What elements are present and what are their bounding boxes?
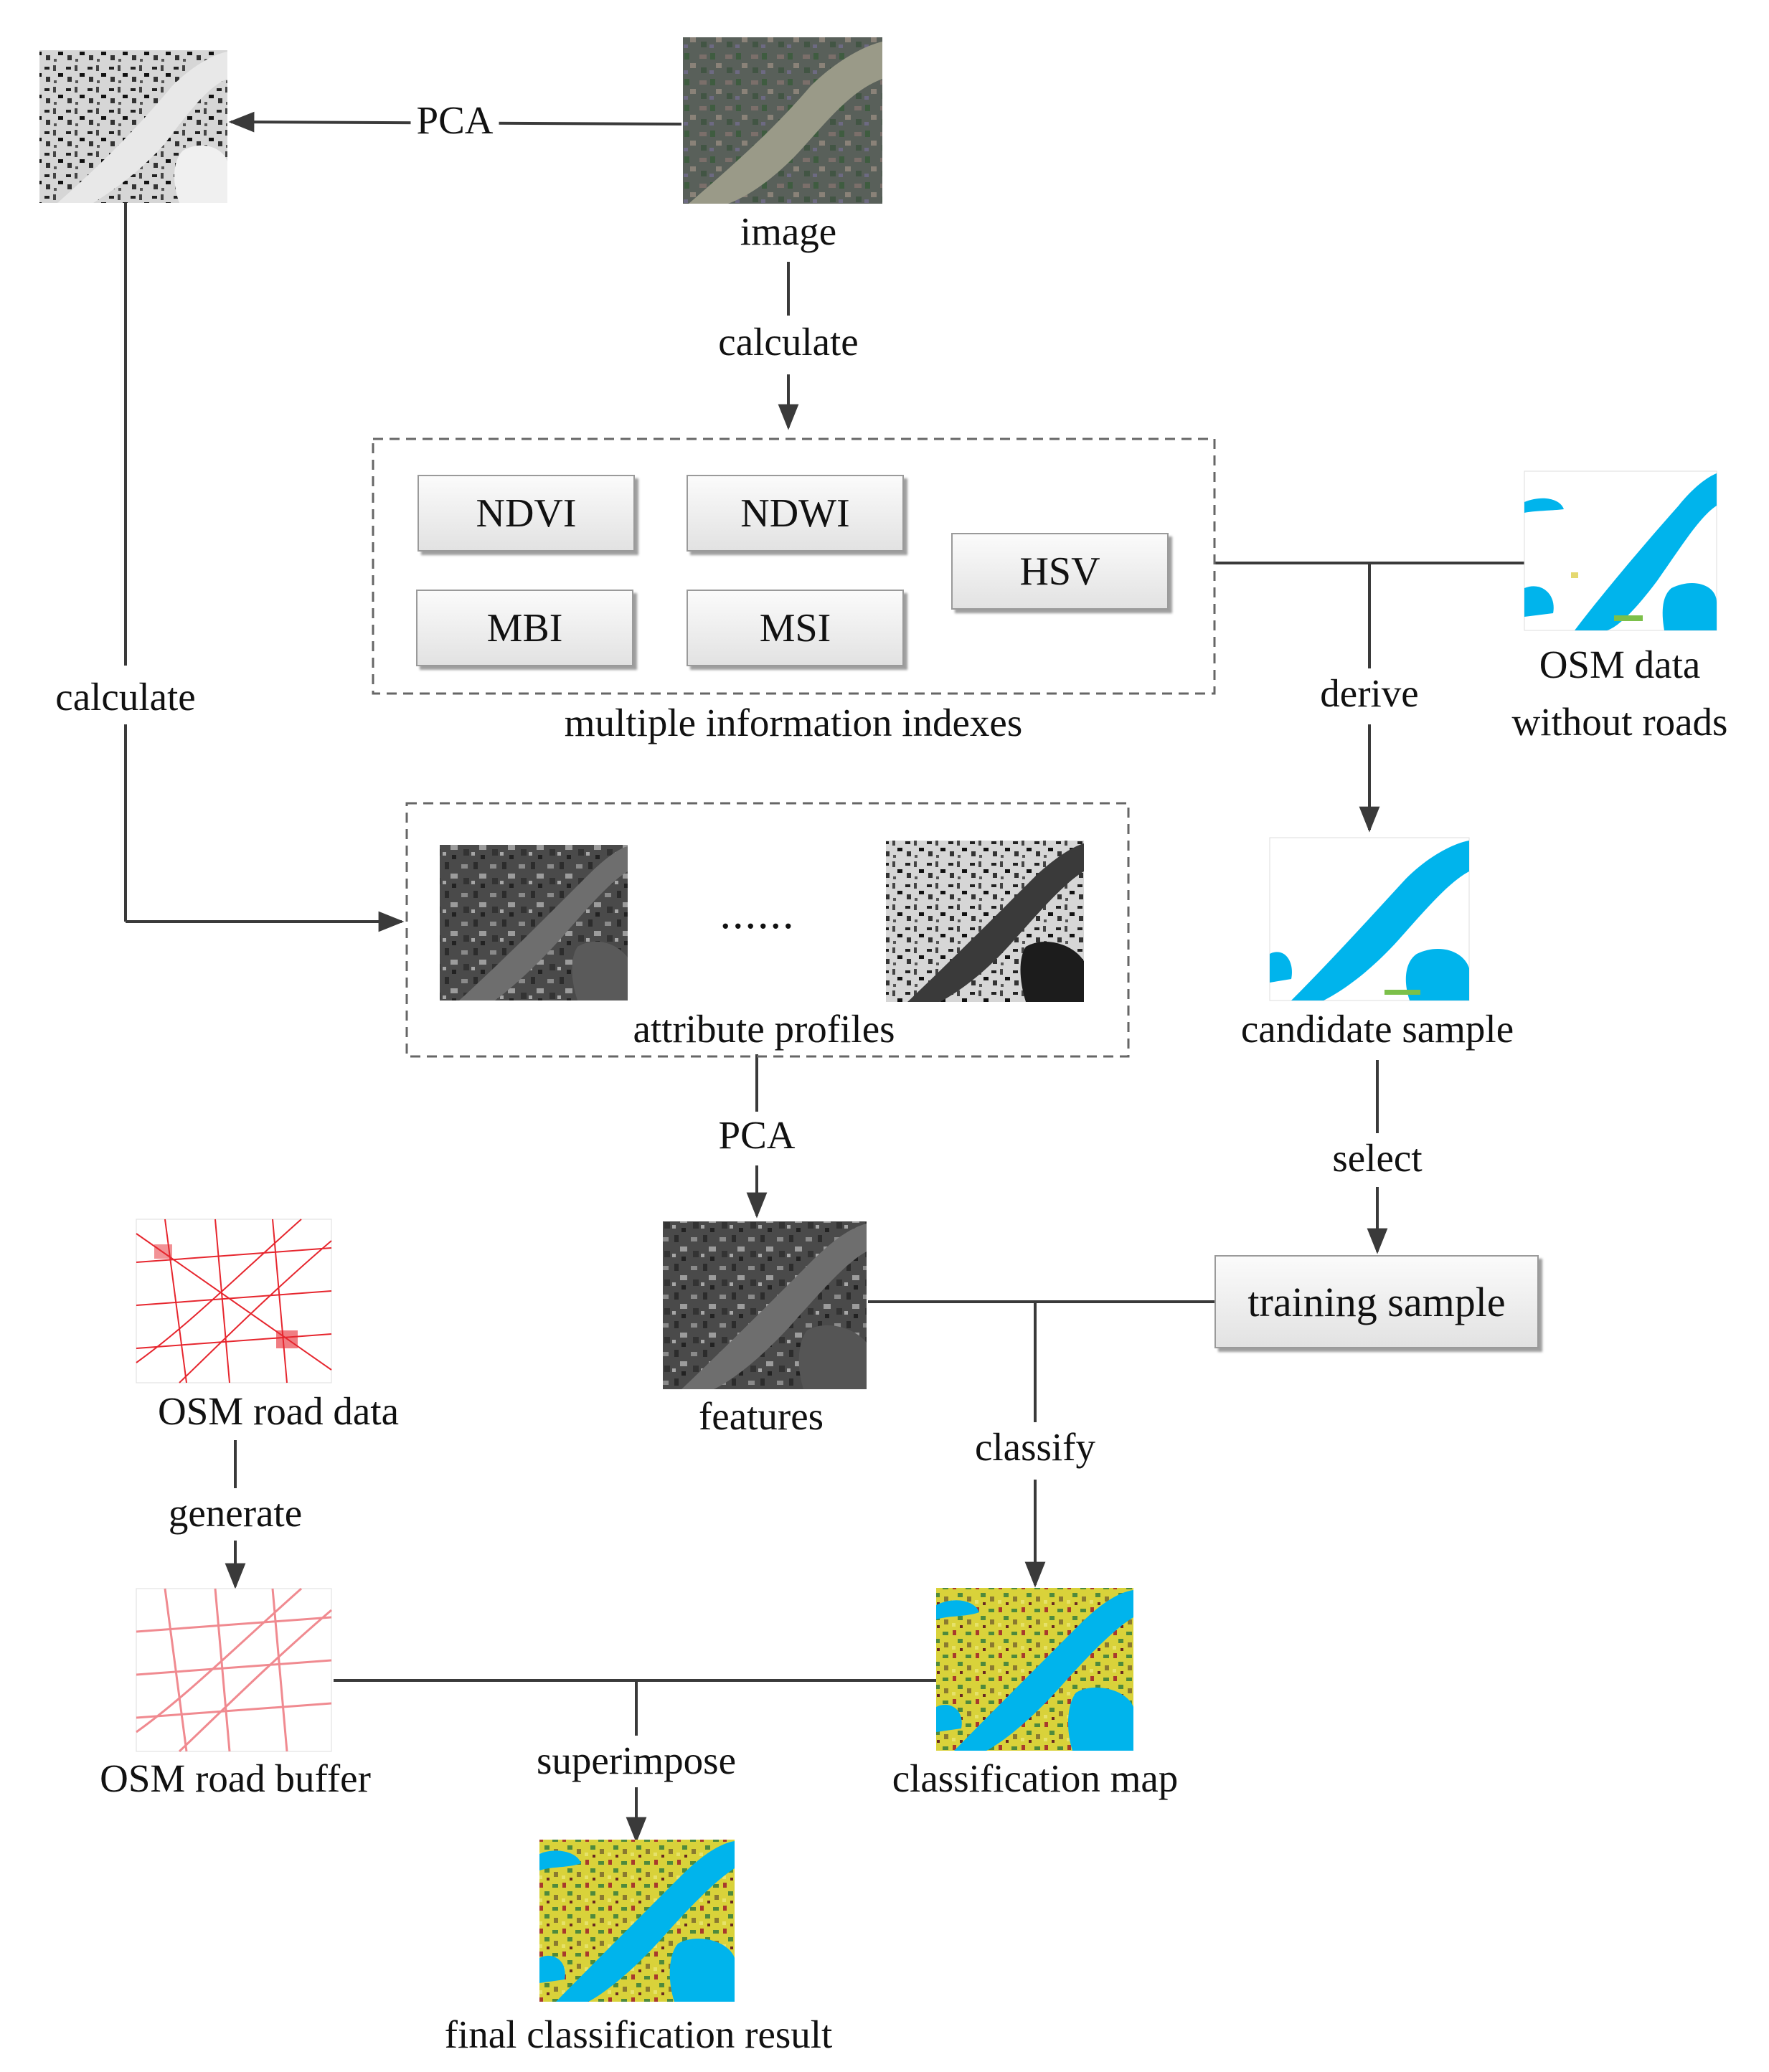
osm-road-buffer-label: OSM road buffer xyxy=(100,1756,371,1800)
candidate-sample-label: candidate sample xyxy=(1240,1007,1514,1051)
generate-label: generate xyxy=(162,1491,308,1536)
attribute-profiles-label: attribute profiles xyxy=(633,1007,895,1051)
ndvi-box: NDVI xyxy=(418,475,635,552)
final-result-thumbnail xyxy=(539,1840,735,2002)
superimpose-label: superimpose xyxy=(530,1739,742,1783)
select-label: select xyxy=(1326,1136,1428,1181)
osm-road-buffer-thumbnail xyxy=(136,1587,332,1753)
msi-box: MSI xyxy=(687,590,904,666)
calculate-left-label: calculate xyxy=(49,675,202,719)
connector-lines xyxy=(124,111,1524,1843)
osm-no-roads-label-line1: OSM data xyxy=(1539,643,1701,686)
derive-label: derive xyxy=(1314,671,1425,716)
attribute-profile-2-thumbnail xyxy=(886,841,1084,1002)
satellite-image-thumbnail xyxy=(683,37,882,204)
indexes-group-box xyxy=(372,437,1216,695)
features-thumbnail xyxy=(663,1221,867,1389)
osm-no-roads-thumbnail xyxy=(1524,470,1717,631)
hsv-box: HSV xyxy=(951,533,1169,610)
ndwi-box: NDWI xyxy=(687,475,904,552)
candidate-sample-thumbnail xyxy=(1269,837,1470,1001)
multiple-indexes-label: multiple information indexes xyxy=(564,701,1023,744)
osm-no-roads-label-line2: without roads xyxy=(1511,700,1728,744)
training-sample-box: training sample xyxy=(1214,1255,1539,1348)
pca-top-label: PCA xyxy=(410,98,499,143)
image-label: image xyxy=(740,209,837,253)
ellipsis-label: ...... xyxy=(720,889,796,938)
pca-gray-thumbnail xyxy=(39,50,227,203)
calculate-mid-label: calculate xyxy=(712,320,864,364)
pca-mid-label: PCA xyxy=(712,1113,801,1158)
attribute-profile-1-thumbnail xyxy=(440,845,628,1000)
classification-map-label: classification map xyxy=(892,1756,1179,1800)
attribute-profiles-group-box xyxy=(405,802,1130,1058)
osm-road-data-label: OSM road data xyxy=(157,1389,400,1433)
features-label: features xyxy=(698,1394,824,1438)
classification-map-thumbnail xyxy=(936,1588,1133,1751)
classify-label: classify xyxy=(968,1425,1102,1470)
final-result-label: final classification result xyxy=(444,2012,833,2056)
mbi-box: MBI xyxy=(416,590,633,666)
osm-road-data-thumbnail xyxy=(136,1219,332,1383)
